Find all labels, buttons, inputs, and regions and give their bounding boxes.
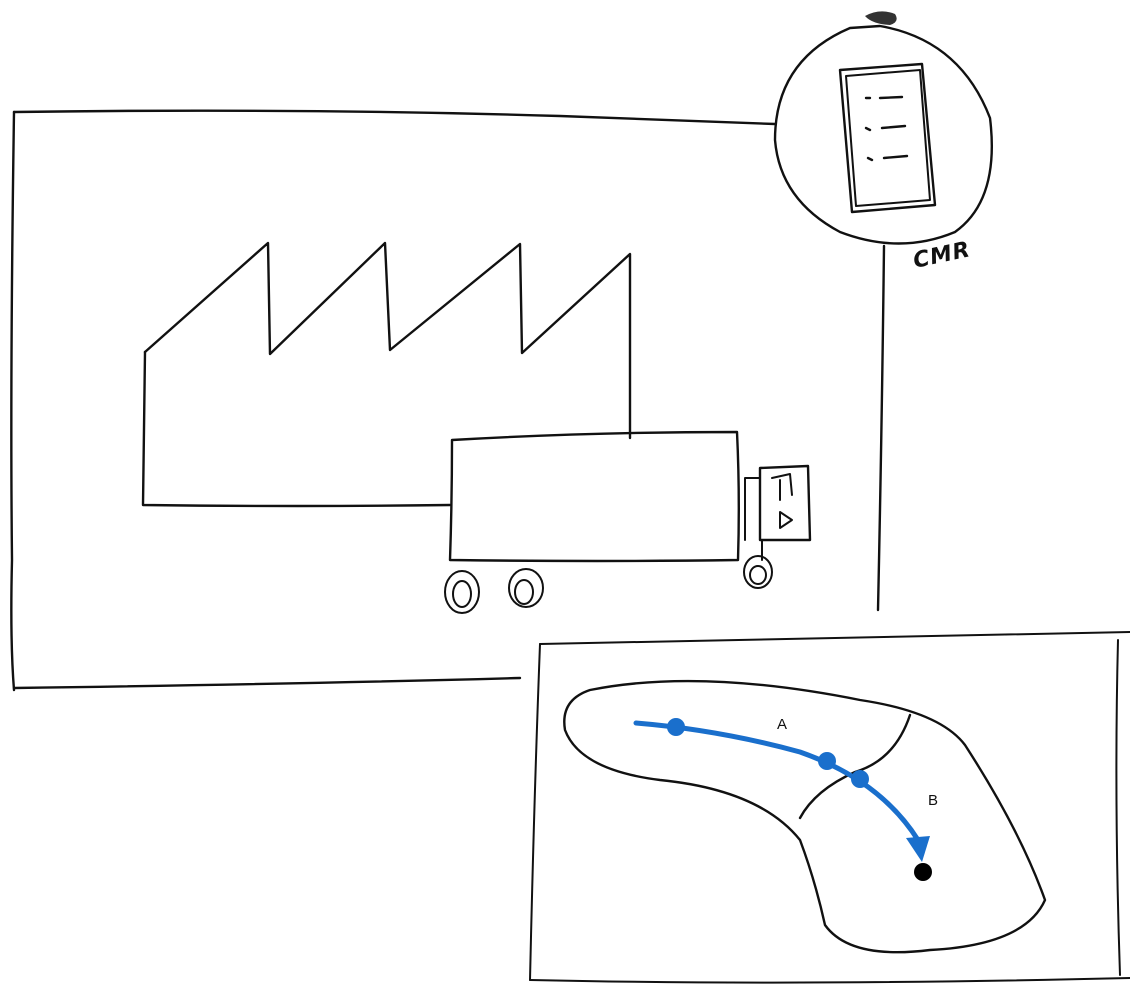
truck-icon bbox=[445, 432, 810, 613]
trailer bbox=[450, 432, 739, 561]
region-a-label: A bbox=[777, 716, 787, 733]
route-destination bbox=[914, 863, 932, 881]
wheel-rear-1 bbox=[445, 571, 479, 613]
route-waypoint bbox=[851, 770, 869, 788]
wheel-front bbox=[744, 556, 772, 588]
cmr-bubble: CMR bbox=[775, 11, 992, 273]
document-icon bbox=[840, 64, 935, 212]
region-b-label: B bbox=[928, 792, 938, 809]
truck-cab bbox=[745, 466, 810, 560]
map-inset: A B bbox=[528, 630, 1130, 991]
route-waypoint bbox=[818, 752, 836, 770]
wheel-rear-2 bbox=[509, 569, 543, 607]
factory-icon bbox=[143, 243, 630, 506]
route-waypoint bbox=[667, 718, 685, 736]
